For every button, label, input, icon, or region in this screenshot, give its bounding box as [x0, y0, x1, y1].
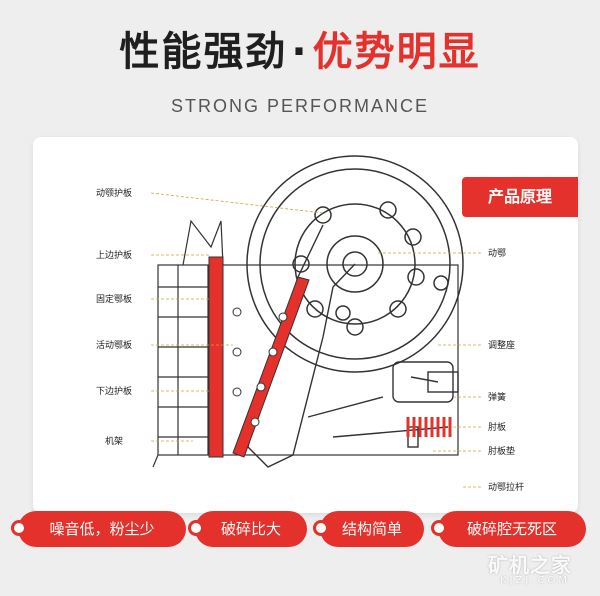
feature-low-noise: 噪音低，粉尘少 — [11, 511, 186, 547]
fixed-jaw-plate — [208, 256, 224, 458]
label-frame: 机架 — [105, 435, 123, 447]
title-part1: 性能强劲 — [119, 29, 288, 75]
moving-jaw — [247, 224, 356, 468]
flywheel — [246, 155, 464, 373]
title-part2: 优势明显 — [312, 29, 481, 75]
jaw-crusher-diagram: 动颚护板 上边护板 固定鄂板 活动鄂板 下边护板 机架 动鄂 调整座 弹簧 肘板… — [96, 155, 524, 493]
spring — [406, 417, 452, 437]
label-upper-guard: 上边护板 — [96, 249, 132, 261]
watermark-logo: 矿机之家 KJZJ.COM — [488, 553, 572, 586]
label-adjusting-seat: 调整座 — [488, 339, 515, 351]
page-subtitle: STRONG PERFORMANCE — [170, 96, 429, 116]
label-moving-jaw-guard: 动颚护板 — [96, 187, 132, 199]
label-tie-rod: 动鄂拉杆 — [488, 481, 524, 493]
label-toggle-plate: 肘板 — [488, 421, 506, 433]
frame-outline — [157, 264, 459, 456]
product-principle-badge: 产品原理 — [462, 177, 578, 217]
title-separator: · — [291, 29, 309, 75]
label-toggle-seat: 肘板垫 — [488, 445, 515, 457]
moving-jaw-plate — [232, 276, 310, 458]
feature-simple-structure: 结构简单 — [313, 511, 424, 547]
label-moving-jaw: 动鄂 — [488, 248, 506, 259]
label-moving-jaw-plate: 活动鄂板 — [96, 339, 132, 351]
label-fixed-jaw-plate: 固定鄂板 — [96, 293, 132, 305]
page-title: 性能强劲·优势明显 — [0, 22, 600, 82]
tie-rod — [332, 426, 449, 438]
toggle-plate — [307, 396, 384, 418]
adjusting-seat — [392, 361, 454, 403]
label-spring: 弹簧 — [488, 391, 506, 403]
label-lower-guard: 下边护板 — [96, 385, 132, 397]
feature-no-dead-zone: 破碎腔无死区 — [431, 511, 586, 547]
feature-high-ratio: 破碎比大 — [188, 511, 307, 547]
